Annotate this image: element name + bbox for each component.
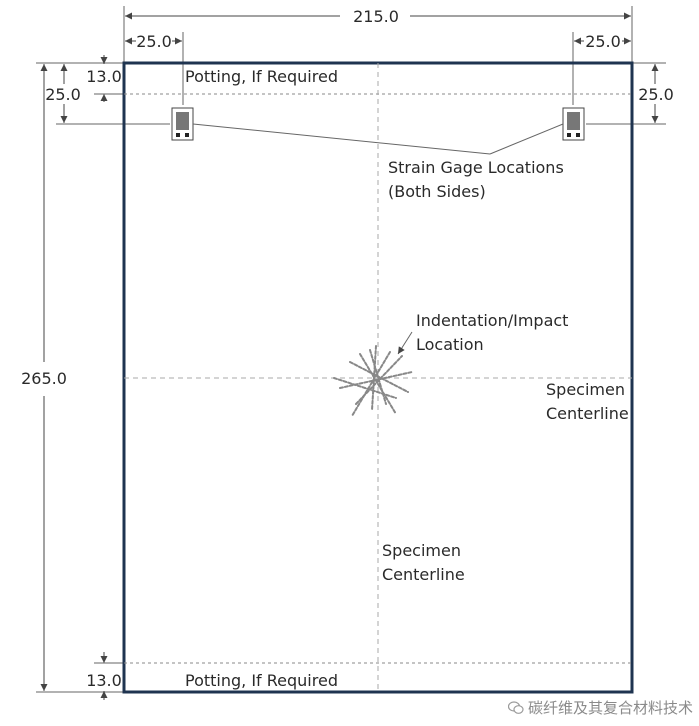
dim-overall-height-text: 265.0 (21, 369, 67, 388)
strain-gage-left (171, 107, 194, 141)
watermark-text: 碳纤维及其复合材料技术 (527, 699, 693, 717)
dim-overall-width-text: 215.0 (353, 7, 399, 26)
centerline-v-label-line1: Specimen (382, 541, 461, 560)
dim-left-gage-text: 25.0 (136, 32, 172, 51)
watermark: 碳纤维及其复合材料技术 (507, 697, 693, 718)
impact-label-line2: Location (416, 335, 484, 354)
extension-lines (36, 6, 666, 693)
strain-gage-label-line2: (Both Sides) (388, 182, 486, 201)
strain-gage-label-line1: Strain Gage Locations (388, 158, 564, 177)
impact-leader-arrow (397, 331, 413, 355)
impact-damage-mark (333, 345, 413, 417)
centerline-h-label-line1: Specimen (546, 380, 625, 399)
dim-bottom-potting-text: 13.0 (86, 671, 122, 690)
centerline-h-label-line2: Centerline (546, 404, 629, 423)
dim-left-gage-from-top-text: 25.0 (45, 85, 81, 104)
impact-label-line1: Indentation/Impact (416, 311, 568, 330)
dim-right-gage-text: 25.0 (585, 32, 621, 51)
dimension-lines (40, 12, 659, 700)
centerline-v-label-line2: Centerline (382, 565, 465, 584)
dim-top-potting-text: 13.0 (86, 67, 122, 86)
strain-gage-leaders (192, 123, 564, 155)
strain-gage-right (562, 107, 585, 141)
potting-label-bottom: Potting, If Required (185, 671, 338, 690)
dim-right-gage-from-top-text: 25.0 (638, 85, 674, 104)
wechat-icon (507, 700, 524, 714)
potting-label-top: Potting, If Required (185, 67, 338, 86)
